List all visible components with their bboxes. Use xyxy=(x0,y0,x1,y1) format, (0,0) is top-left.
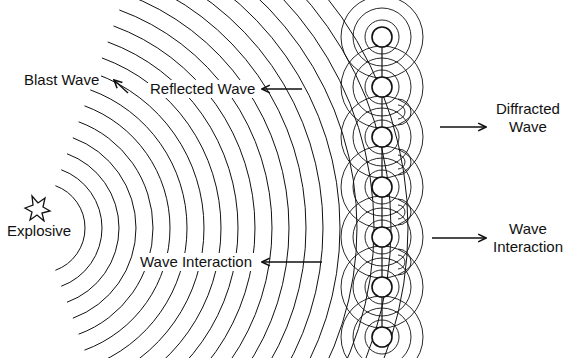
barrier-column xyxy=(372,127,392,147)
blast-wave-front xyxy=(96,74,204,358)
blast-wave-front xyxy=(79,122,153,334)
blast-wave-front xyxy=(137,0,323,358)
blast-wave-front xyxy=(102,58,221,358)
blast-wave-front xyxy=(90,90,187,358)
wave-interaction-front xyxy=(398,105,405,119)
explosive-symbol xyxy=(25,196,50,221)
blast-wave-front xyxy=(125,0,289,358)
wave-label: Wave Interaction xyxy=(138,253,254,271)
wave-label: Diffracted Wave xyxy=(488,100,568,136)
wave-interaction-front xyxy=(398,155,405,169)
wave-interaction-front xyxy=(398,99,411,125)
wave-interaction-fronts xyxy=(398,99,411,275)
blast-wave-front xyxy=(73,138,136,318)
blast-wave-front xyxy=(119,10,272,358)
wave-interaction-front xyxy=(398,149,411,175)
blast-wave-front xyxy=(166,0,408,358)
blast-wave-fronts xyxy=(55,0,408,358)
leader-arrow xyxy=(432,237,486,238)
blast-wave-front xyxy=(148,0,357,358)
leader-arrow xyxy=(262,261,322,262)
barrier-column xyxy=(372,77,392,97)
barrier-column xyxy=(372,27,392,47)
barrier-column xyxy=(372,327,392,347)
blast-wave-front xyxy=(84,106,170,350)
wave-interaction-front xyxy=(398,205,405,219)
barrier-columns xyxy=(372,27,392,347)
wave-interaction-front xyxy=(398,255,405,269)
barrier-column xyxy=(372,227,392,247)
blast-wave-front xyxy=(131,0,306,358)
wave-label: Blast Wave xyxy=(22,71,101,89)
leader-arrow xyxy=(262,88,302,89)
leader-arrow xyxy=(440,126,486,127)
blast-wave-front xyxy=(143,0,340,358)
diffracted-wave-fronts xyxy=(341,0,423,358)
blast-wave-front xyxy=(67,154,119,302)
barrier-column xyxy=(372,177,392,197)
blast-wave-front xyxy=(160,0,391,358)
explosive-label: Explosive xyxy=(5,222,73,240)
blast-wave-front xyxy=(114,26,255,358)
wave-interaction-front xyxy=(398,199,411,225)
barrier-column xyxy=(372,277,392,297)
blast-wave-front xyxy=(154,0,374,358)
leader-arrow xyxy=(114,80,128,93)
wave-interaction-front xyxy=(398,249,411,275)
wave-label: Reflected Wave xyxy=(148,80,257,98)
wave-label: Wave Interaction xyxy=(488,220,568,256)
